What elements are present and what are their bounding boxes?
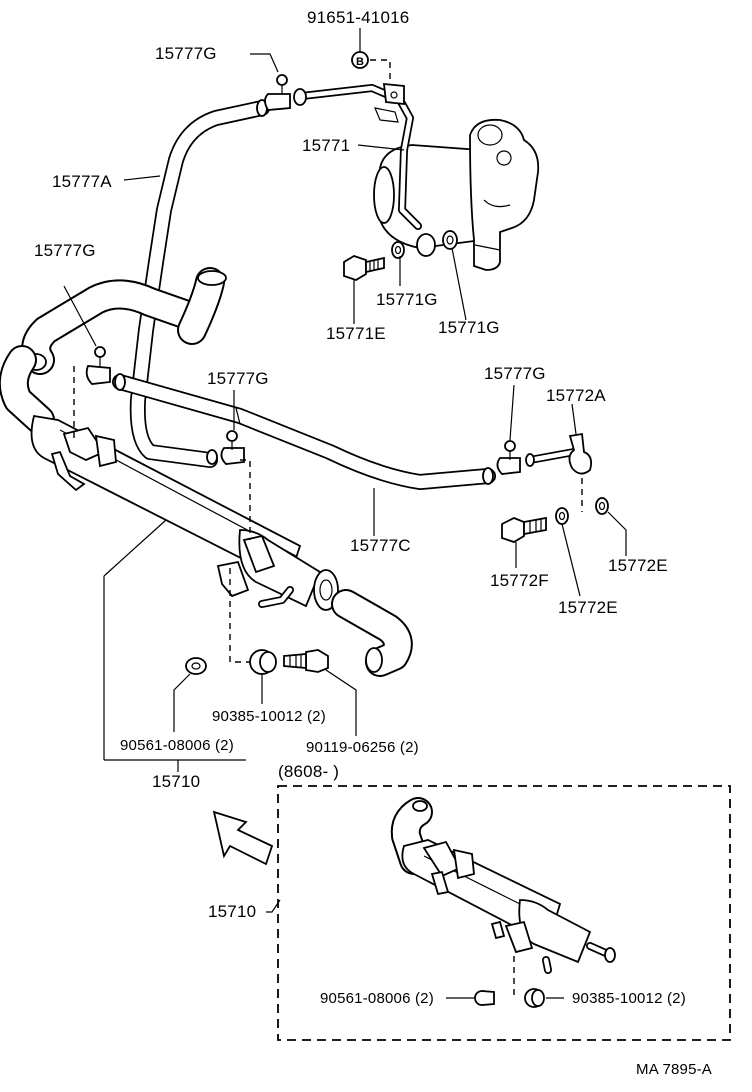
steering-gear-variant <box>390 797 616 974</box>
label-variant-bushing: 90561-08006 (2) <box>320 990 434 1007</box>
label-clamp-mid: 15777G <box>207 369 269 388</box>
union-bolt-15771e <box>343 255 385 281</box>
gaskets-15772e <box>555 497 609 525</box>
variant-mount-hardware <box>474 988 545 1008</box>
label-catalog-code: MA 7895-A <box>636 1061 713 1078</box>
label-grommet: 90385-10012 (2) <box>212 708 326 725</box>
label-pump-pipe: 15771 <box>302 136 351 155</box>
label-return-hose-a: 15777A <box>52 172 112 191</box>
leader-lines <box>63 28 627 999</box>
clamp-mid <box>206 430 245 465</box>
label-hose-c: 15777C <box>350 536 411 555</box>
label-bolt-b: 91651-41016 <box>307 8 410 27</box>
label-gasket-e2: 15772E <box>558 598 618 617</box>
clamp-right <box>496 440 521 475</box>
label-gasket-e1: 15772E <box>608 556 668 575</box>
arrow-icon <box>212 810 274 866</box>
label-gear-assy: 15710 <box>152 772 201 791</box>
label-bolt-mount: 90119-06256 (2) <box>306 739 419 756</box>
dashed-guides <box>73 59 583 996</box>
pump-pipe-15771 <box>298 82 422 230</box>
variant-box <box>277 785 731 1041</box>
clamp-left <box>85 346 111 385</box>
clamp-top <box>264 74 307 111</box>
label-variant-gear: 15710 <box>208 902 257 921</box>
pressure-hose-15777c <box>112 373 496 490</box>
circle-letter-text: B <box>356 56 364 68</box>
label-washer-g1: 15771G <box>376 290 438 309</box>
steering-gear-main <box>0 345 413 677</box>
label-variant-range: (8608- ) <box>278 762 340 781</box>
label-washer-g2: 15771G <box>438 318 500 337</box>
label-variant-grommet: 90385-10012 (2) <box>572 990 686 1007</box>
label-clamp-top: 15777G <box>155 44 217 63</box>
union-15772a <box>525 432 593 475</box>
bolt-15772f <box>501 516 547 543</box>
intake-hose-large <box>21 267 227 375</box>
bolt-b-marker: B <box>351 51 369 69</box>
label-bolt-e: 15771E <box>326 324 386 343</box>
label-bolt-f: 15772F <box>490 571 549 590</box>
label-bushing: 90561-08006 (2) <box>120 737 234 754</box>
label-clamp-left: 15777G <box>34 241 96 260</box>
label-clamp-right: 15777G <box>484 364 546 383</box>
label-union-a: 15772A <box>546 386 606 405</box>
mount-hardware <box>185 649 329 675</box>
pump-banjo-fittings <box>391 230 458 259</box>
